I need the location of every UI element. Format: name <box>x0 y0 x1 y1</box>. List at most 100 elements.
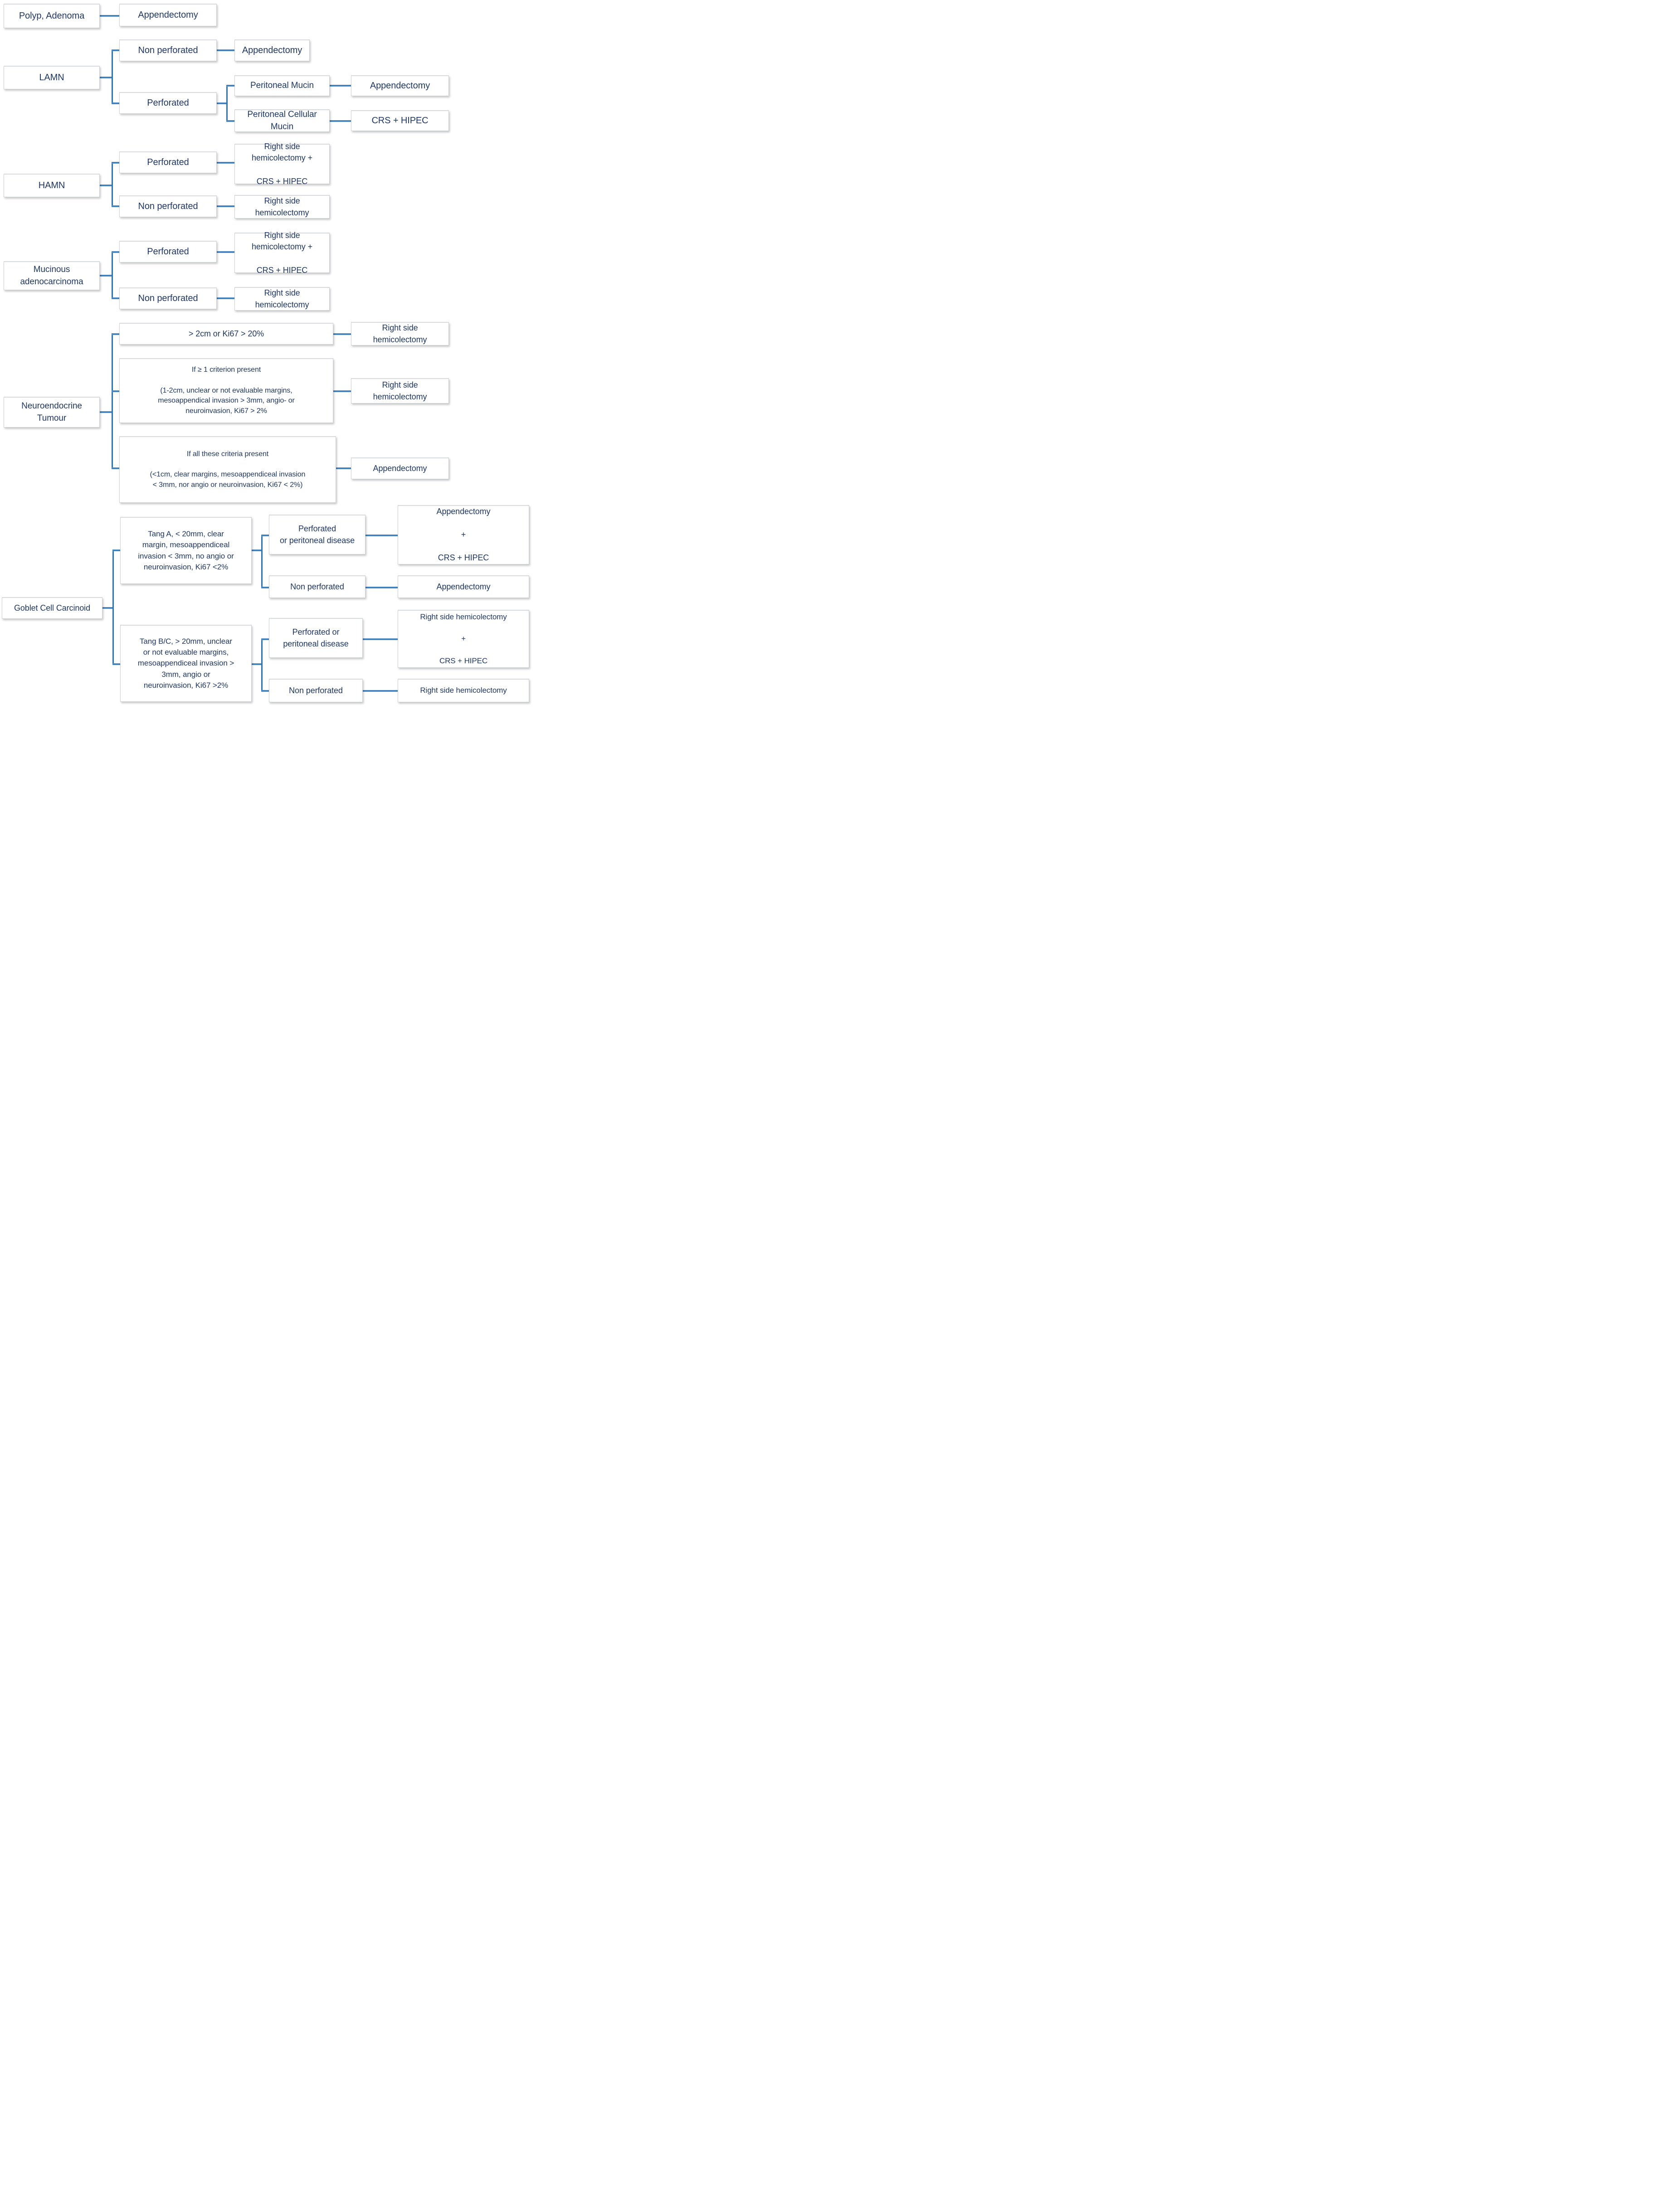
connector-lamn-to-peritoneal-mucin <box>226 85 236 87</box>
node-treatment-lamn-nonperforated[interactable]: Appendectomy <box>234 39 310 61</box>
connector-hamn-nonperforated-to-treatment <box>216 205 235 207</box>
connector-lamn-to-nonperforated <box>112 49 121 51</box>
connector-net-size-to-treatment <box>333 333 352 335</box>
node-label: Neuroendocrine Tumour <box>21 401 82 423</box>
node-label: Peritoneal Mucin <box>250 81 314 91</box>
connector-goblet-to-tang-bc <box>112 663 122 665</box>
node-subcondition-tang-bc-perforated[interactable]: Perforated or peritoneal disease <box>269 618 363 658</box>
node-treatment-mucinous-nonperforated[interactable]: Right side hemicolectomy <box>234 287 330 311</box>
node-condition-mucinous-perforated[interactable]: Perforated <box>119 241 217 263</box>
node-label: Right side hemicolectomy <box>373 380 427 401</box>
connector-lamn-nonperforated-to-treatment <box>216 49 235 51</box>
node-label: Appendectomy + CRS + HIPEC <box>436 507 491 563</box>
node-diagnosis-neuroendocrine[interactable]: Neuroendocrine Tumour <box>4 397 100 428</box>
connector-mucinous-perforated-to-treatment <box>216 251 235 253</box>
node-condition-net-all-criteria[interactable]: If all these criteria present (<1cm, cle… <box>119 436 336 503</box>
connector-net-to-criteria-all <box>112 467 121 469</box>
connector-hamn-trunk <box>100 185 112 186</box>
node-label: Perforated <box>147 157 189 168</box>
node-condition-hamn-perforated[interactable]: Perforated <box>119 151 217 173</box>
connector-lamn-vertical <box>112 50 113 103</box>
connector-tang-bc-vertical <box>261 639 263 691</box>
node-label: Appendectomy <box>373 463 427 473</box>
connector-net-to-criterion-size <box>112 333 121 335</box>
node-label: Non perforated <box>289 685 343 695</box>
node-subcondition-tang-a-perforated[interactable]: Perforated or peritoneal disease <box>269 515 366 554</box>
node-treatment-net-one-criterion[interactable]: Right side hemicolectomy <box>351 378 449 404</box>
flowchart-canvas: Polyp, Adenoma Appendectomy LAMN Non per… <box>0 0 544 724</box>
node-label: Tang A, < 20mm, clear margin, mesoappend… <box>138 530 234 571</box>
node-condition-hamn-nonperforated[interactable]: Non perforated <box>119 195 217 217</box>
node-label: Perforated <box>147 98 189 108</box>
node-condition-lamn-nonperforated[interactable]: Non perforated <box>119 39 217 61</box>
node-label: Non perforated <box>138 201 198 212</box>
connector-mucinous-to-perforated <box>112 251 121 253</box>
node-treatment-peritoneal-cellular-mucin[interactable]: CRS + HIPEC <box>351 110 449 131</box>
node-diagnosis-lamn[interactable]: LAMN <box>4 66 100 89</box>
node-diagnosis-goblet[interactable]: Goblet Cell Carcinoid <box>2 597 102 619</box>
connector-tang-bc-nonperforated-to-treatment <box>362 690 399 692</box>
connector-polyp-to-appendectomy <box>100 15 120 17</box>
node-label: Non perforated <box>138 293 198 304</box>
connector-mucinous-trunk <box>100 275 112 277</box>
node-condition-lamn-perforated[interactable]: Perforated <box>119 92 217 114</box>
connector-net-one-criterion-to-treatment <box>333 390 352 392</box>
node-subcondition-tang-a-nonperforated[interactable]: Non perforated <box>269 575 366 598</box>
node-condition-mucinous-nonperforated[interactable]: Non perforated <box>119 287 217 309</box>
connector-net-to-criterion-one <box>112 390 121 392</box>
node-treatment-tang-bc-nonperforated[interactable]: Right side hemicolectomy <box>398 679 529 702</box>
node-treatment-tang-bc-perforated[interactable]: Right side hemicolectomy + CRS + HIPEC <box>398 610 529 668</box>
node-condition-net-size-ki67[interactable]: > 2cm or Ki67 > 20% <box>119 323 333 345</box>
node-label: Right side hemicolectomy + CRS + HIPEC <box>420 613 507 665</box>
connector-lamn-perforated-vertical <box>226 85 228 122</box>
connector-net-trunk <box>100 411 112 413</box>
connector-mucinous-vertical <box>112 252 113 298</box>
node-label: Perforated or peritoneal disease <box>279 524 355 545</box>
node-label: > 2cm or Ki67 > 20% <box>188 329 264 338</box>
connector-lamn-to-peritoneal-cellular-mucin <box>226 120 236 122</box>
node-treatment-hamn-perforated[interactable]: Right side hemicolectomy + CRS + HIPEC <box>234 142 330 186</box>
connector-goblet-trunk <box>102 607 113 609</box>
node-subcondition-tang-bc-nonperforated[interactable]: Non perforated <box>269 679 363 702</box>
node-label: Perforated or peritoneal disease <box>283 627 349 648</box>
node-label: Tang B/C, > 20mm, unclear or not evaluab… <box>137 637 234 690</box>
node-label: Peritoneal Cellular Mucin <box>247 109 317 131</box>
node-treatment-peritoneal-mucin[interactable]: Appendectomy <box>351 75 449 96</box>
node-treatment-net-size[interactable]: Right side hemicolectomy <box>351 322 449 345</box>
node-treatment-polyp-appendectomy[interactable]: Appendectomy <box>119 4 217 26</box>
node-diagnosis-polyp[interactable]: Polyp, Adenoma <box>4 4 100 28</box>
node-condition-net-one-criterion[interactable]: If ≥ 1 criterion present (1-2cm, unclear… <box>119 358 333 423</box>
node-label: Right side hemicolectomy <box>373 323 427 344</box>
node-label: Appendectomy <box>242 45 302 56</box>
connector-tang-bc-to-nonperforated <box>261 690 270 692</box>
connector-tang-a-nonperforated-to-treatment <box>365 587 399 588</box>
connector-tang-a-to-perforated <box>261 535 270 536</box>
node-treatment-hamn-nonperforated[interactable]: Right side hemicolectomy <box>234 195 330 219</box>
node-label: Non perforated <box>138 45 198 56</box>
connector-tang-a-trunk <box>251 549 262 551</box>
node-condition-goblet-tang-a[interactable]: Tang A, < 20mm, clear margin, mesoappend… <box>120 517 252 584</box>
connector-hamn-to-perforated <box>112 162 121 164</box>
node-label: HAMN <box>38 180 65 191</box>
node-treatment-mucinous-perforated[interactable]: Right side hemicolectomy + CRS + HIPEC <box>234 231 330 275</box>
connector-hamn-vertical <box>112 162 113 207</box>
node-label: Appendectomy <box>436 582 491 591</box>
node-diagnosis-mucinous[interactable]: Mucinous adenocarcinoma <box>4 261 100 290</box>
connector-goblet-vertical <box>112 549 114 664</box>
node-label: CRS + HIPEC <box>371 116 429 126</box>
node-condition-goblet-tang-bc[interactable]: Tang B/C, > 20mm, unclear or not evaluab… <box>120 625 252 702</box>
connector-lamn-trunk <box>100 77 112 78</box>
connector-tang-a-perforated-to-treatment <box>365 535 399 536</box>
node-treatment-tang-a-nonperforated[interactable]: Appendectomy <box>398 575 529 598</box>
node-label: Right side hemicolectomy <box>420 686 507 695</box>
node-treatment-net-all-criteria[interactable]: Appendectomy <box>351 457 449 479</box>
connector-tang-bc-to-perforated <box>261 638 270 640</box>
node-label: Goblet Cell Carcinoid <box>14 603 90 613</box>
connector-mucinous-to-nonperforated <box>112 297 121 299</box>
connector-peritoneal-mucin-to-treatment <box>329 85 352 87</box>
node-subcondition-peritoneal-mucin[interactable]: Peritoneal Mucin <box>234 75 330 96</box>
node-treatment-tang-a-perforated[interactable]: Appendectomy + CRS + HIPEC <box>398 505 529 564</box>
node-label: LAMN <box>39 73 64 83</box>
node-diagnosis-hamn[interactable]: HAMN <box>4 174 100 197</box>
node-subcondition-peritoneal-cellular-mucin[interactable]: Peritoneal Cellular Mucin <box>234 109 330 132</box>
